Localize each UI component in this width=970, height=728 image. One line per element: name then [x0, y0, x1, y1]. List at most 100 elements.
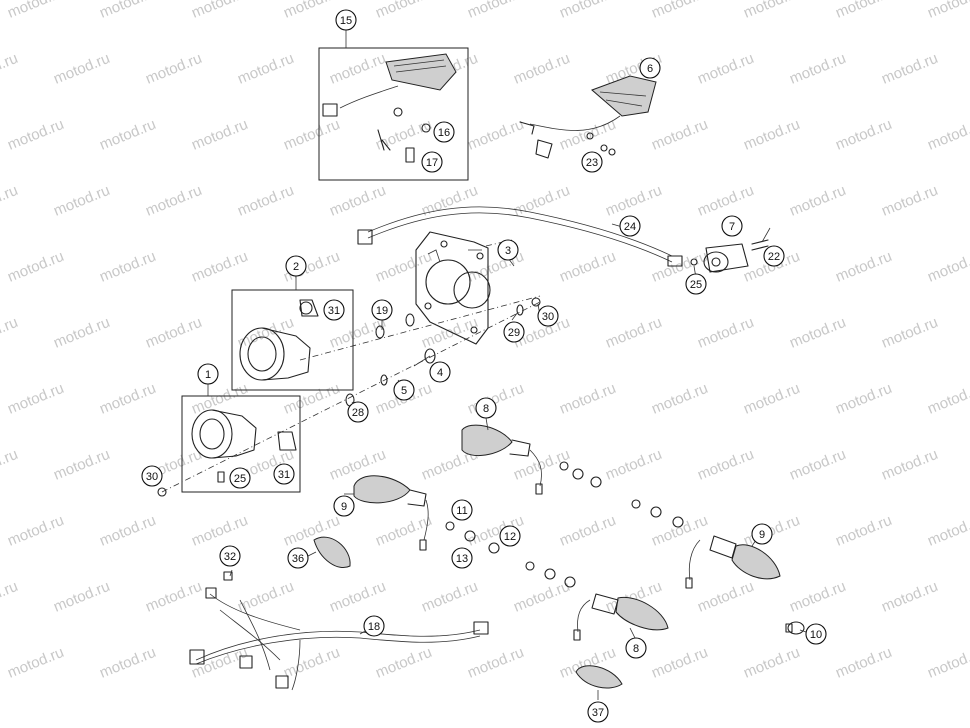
watermark-layer: motod.ru motod.ru motod.ru motod.ru motod.ru… — [0, 0, 970, 682]
callout-label: 5 — [401, 385, 407, 397]
watermark-text: motod.ru — [97, 380, 158, 418]
watermark-text: motod.ru — [5, 248, 66, 286]
license-light-housing — [385, 53, 457, 91]
group-box-15 — [318, 47, 469, 181]
watermark-text: motod.ru — [741, 380, 802, 418]
watermark-text: motod.ru — [0, 50, 20, 88]
watermark-text: motod.ru — [143, 50, 204, 88]
watermark-text: motod.ru — [557, 512, 618, 550]
callout-8-bottom: 8 — [625, 637, 647, 659]
watermark-text: motod.ru — [511, 50, 572, 88]
callout-label: 30 — [542, 311, 554, 323]
callout-6: 6 — [639, 57, 661, 79]
watermark-text: motod.ru — [97, 644, 158, 682]
callout-label: 3 — [505, 245, 511, 257]
callout-25-top: 25 — [685, 273, 707, 295]
watermark-text: motod.ru — [557, 0, 618, 22]
group-box-1 — [181, 395, 301, 493]
callout-17: 17 — [421, 151, 443, 173]
callout-label: 15 — [340, 15, 352, 27]
callout-layer: 15 16 17 6 23 24 7 22 25 3 2 31 19 29 30… — [141, 9, 827, 723]
callout-13: 13 — [451, 547, 473, 569]
group-box-2 — [231, 289, 354, 391]
watermark-text: motod.ru — [603, 446, 664, 484]
watermark-text: motod.ru — [373, 512, 434, 550]
callout-8-top: 8 — [475, 397, 497, 419]
watermark-text: motod.ru — [925, 116, 970, 154]
callout-10: 10 — [805, 623, 827, 645]
watermark-text: motod.ru — [51, 446, 112, 484]
callout-label: 24 — [624, 221, 636, 233]
callout-28: 28 — [347, 401, 369, 423]
callout-label: 19 — [376, 305, 388, 317]
license-light-housing-6 — [591, 75, 657, 117]
watermark-text: motod.ru — [189, 0, 250, 22]
watermark-text: motod.ru — [603, 314, 664, 352]
watermark-text: motod.ru — [925, 512, 970, 550]
callout-24: 24 — [619, 215, 641, 237]
turn-signal-rear-left — [573, 593, 669, 641]
watermark-text: motod.ru — [0, 314, 20, 352]
watermark-text: motod.ru — [0, 578, 20, 616]
watermark-text: motod.ru — [143, 182, 204, 220]
turn-signal-front-right — [461, 424, 543, 495]
watermark-text: motod.ru — [235, 314, 296, 352]
turn-signal-front-left — [353, 475, 429, 551]
signal-lens-36 — [313, 536, 351, 568]
watermark-text: motod.ru — [741, 116, 802, 154]
callout-label: 9 — [341, 501, 347, 513]
callout-11: 11 — [451, 499, 473, 521]
watermark-text: motod.ru — [925, 248, 970, 286]
callout-12: 12 — [499, 525, 521, 547]
watermark-text: motod.ru — [97, 0, 158, 22]
watermark-text: motod.ru — [649, 380, 710, 418]
callout-3: 3 — [497, 239, 519, 261]
watermark-text: motod.ru — [833, 248, 894, 286]
watermark-text: motod.ru — [833, 0, 894, 22]
callout-label: 37 — [592, 707, 604, 719]
callout-9-right: 9 — [751, 523, 773, 545]
callout-label: 9 — [759, 529, 765, 541]
watermark-text: motod.ru — [51, 182, 112, 220]
headlight-group-2 — [231, 276, 354, 391]
callout-30-top: 30 — [537, 305, 559, 327]
callout-label: 7 — [729, 221, 735, 233]
watermark-text: motod.ru — [189, 116, 250, 154]
watermark-text: motod.ru — [235, 50, 296, 88]
wiring-harness — [189, 571, 489, 691]
watermark-text: motod.ru — [879, 314, 940, 352]
callout-label: 28 — [352, 407, 364, 419]
callout-19: 19 — [371, 299, 393, 321]
watermark-text: motod.ru — [373, 116, 434, 154]
watermark-text: motod.ru — [5, 0, 66, 22]
callout-label: 31 — [278, 469, 290, 481]
watermark-text: motod.ru — [97, 248, 158, 286]
watermark-text: motod.ru — [511, 182, 572, 220]
watermark-text: motod.ru — [373, 0, 434, 22]
callout-2: 2 — [285, 255, 307, 277]
watermark-text: motod.ru — [695, 314, 756, 352]
nut — [393, 107, 403, 117]
watermark-text: motod.ru — [97, 116, 158, 154]
callout-7: 7 — [721, 215, 743, 237]
watermark-text: motod.ru — [97, 512, 158, 550]
callout-9-left: 9 — [333, 495, 355, 517]
watermark-text: motod.ru — [557, 380, 618, 418]
callout-31-bottom: 31 — [273, 463, 295, 485]
watermark-text: motod.ru — [649, 0, 710, 22]
callout-36: 36 — [287, 547, 309, 569]
callout-15: 15 — [335, 9, 357, 31]
watermark-text: motod.ru — [879, 578, 940, 616]
watermark-text: motod.ru — [465, 644, 526, 682]
watermark-text: motod.ru — [695, 578, 756, 616]
callout-label: 23 — [586, 157, 598, 169]
signal-hardware — [445, 461, 684, 588]
watermark-text: motod.ru — [0, 182, 20, 220]
watermark-text: motod.ru — [51, 314, 112, 352]
watermark-text: motod.ru — [281, 380, 342, 418]
callout-label: 17 — [426, 157, 438, 169]
watermark-text: motod.ru — [833, 644, 894, 682]
hardware-items — [157, 297, 541, 497]
tail-light — [690, 239, 769, 273]
watermark-text: motod.ru — [557, 248, 618, 286]
